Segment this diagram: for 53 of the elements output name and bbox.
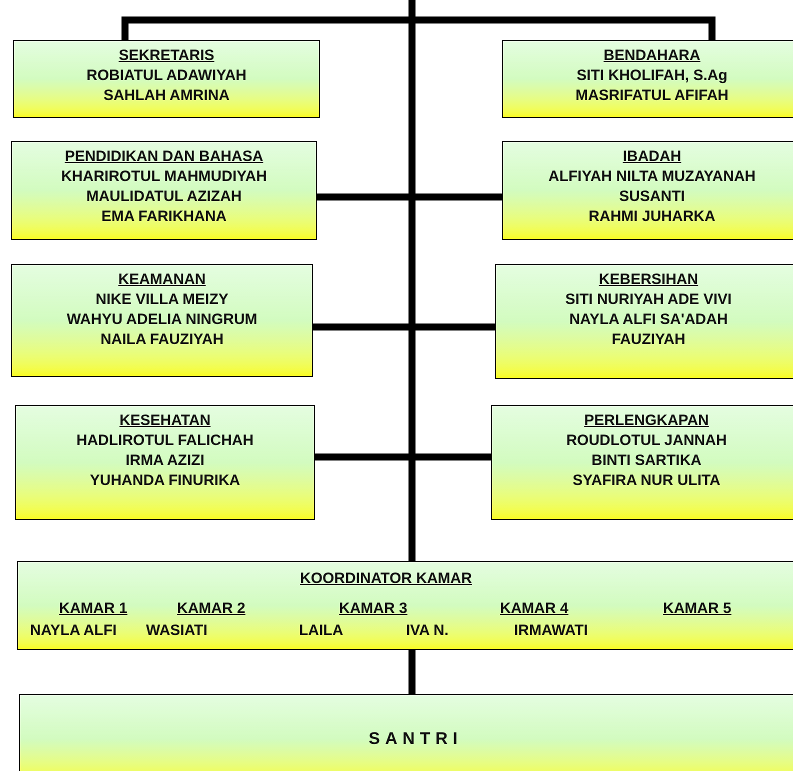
member-name: HADLIROTUL FALICHAH [76,431,254,451]
org-box [13,40,320,118]
member-name: IRMAWATI [514,622,588,640]
section-heading: KAMAR 1 [59,600,128,618]
org-box [502,141,793,240]
member-name: WASIATI [146,622,208,640]
section-heading: KOORDINATOR KAMAR [300,570,472,588]
member-name: LAILA [299,622,344,640]
member-name: ROUDLOTUL JANNAH [566,431,727,451]
member-name: FAUZIYAH [612,330,686,350]
section-heading: IBADAH [622,147,682,167]
member-name: IRMA AZIZI [126,451,204,471]
member-name: NAILA FAUZIYAH [100,330,224,350]
box-title: SANTRI [368,728,463,750]
member-name: SITI KHOLIFAH, S.Ag [576,66,728,86]
member-name: NAYLA ALFI SA'ADAH [569,310,728,330]
member-name: BINTI SARTIKA [592,451,702,471]
member-name: ALFIYAH NILTA MUZAYANAH [548,167,756,187]
member-name: ROBIATUL ADAWIYAH [86,66,246,86]
section-heading: KEBERSIHAN [598,270,698,290]
org-box [17,561,793,650]
member-name: RAHMI JUHARKA [588,207,716,227]
member-name: SAHLAH AMRINA [103,86,230,106]
member-name: YUHANDA FINURIKA [90,471,240,491]
section-heading: KESEHATAN [119,411,211,431]
connector-line [408,650,416,694]
org-box [11,141,317,240]
org-box [15,405,315,520]
member-name: EMA FARIKHANA [101,207,227,227]
org-box [502,40,793,118]
member-name: IVA N. [406,622,449,640]
member-name: SUSANTI [619,187,685,207]
section-heading: SEKRETARIS [118,46,214,66]
member-name: NAYLA ALFI [30,622,117,640]
org-box [11,264,313,377]
section-heading: BENDAHARA [604,46,700,66]
section-heading: KEAMANAN [118,270,206,290]
member-name: SITI NURIYAH ADE VIVI [565,290,732,310]
member-name: KHARIROTUL MAHMUDIYAH [61,167,267,187]
section-heading: KAMAR 3 [339,600,408,618]
section-heading: PERLENGKAPAN [584,411,709,431]
org-box [491,405,793,520]
member-name: WAHYU ADELIA NINGRUM [66,310,258,330]
org-box [495,264,793,379]
member-name: MAULIDATUL AZIZAH [86,187,242,207]
org-box [19,694,793,771]
member-name: SYAFIRA NUR ULITA [572,471,720,491]
member-name: NIKE VILLA MEIZY [96,290,228,310]
member-name: MASRIFATUL AFIFAH [575,86,729,106]
section-heading: KAMAR 2 [177,600,246,618]
section-heading: PENDIDIKAN DAN BAHASA [64,147,264,167]
section-heading: KAMAR 4 [500,600,568,618]
section-heading: KAMAR 5 [663,600,732,618]
